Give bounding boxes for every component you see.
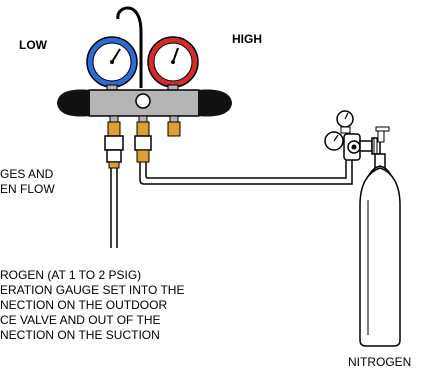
- high-side-label: HIGH: [232, 32, 262, 46]
- nitrogen-regulator: [324, 110, 390, 161]
- manifold-body: [83, 89, 205, 117]
- note-line: GES AND: [0, 167, 54, 181]
- note-line: EN FLOW: [0, 182, 55, 196]
- low-side-label: LOW: [19, 38, 47, 52]
- note-line: NECTION ON THE OUTDOOR: [0, 298, 168, 312]
- center-hose: [134, 135, 353, 185]
- bottom-note: ROGEN (AT 1 TO 2 PSIG) ERATION GAUGE SET…: [0, 268, 184, 343]
- note-line: NECTION ON THE SUCTION: [0, 328, 160, 342]
- nitrogen-label: NITROGEN: [348, 355, 412, 369]
- note-line: ROGEN (AT 1 TO 2 PSIG): [0, 268, 142, 282]
- left-note: GES AND EN FLOW: [0, 167, 55, 197]
- manifold-ports: [107, 115, 181, 137]
- low-pressure-gauge: [86, 36, 138, 93]
- low-side-hose: [104, 135, 124, 248]
- high-side-knob: [198, 89, 232, 117]
- nitrogen-cylinder: [359, 153, 401, 347]
- high-pressure-gauge: [147, 36, 199, 93]
- note-line: ERATION GAUGE SET INTO THE: [0, 283, 185, 297]
- note-line: CE VALVE AND OUT OF THE: [0, 313, 161, 327]
- manifold-hook: [116, 6, 143, 88]
- low-side-knob: [57, 89, 90, 117]
